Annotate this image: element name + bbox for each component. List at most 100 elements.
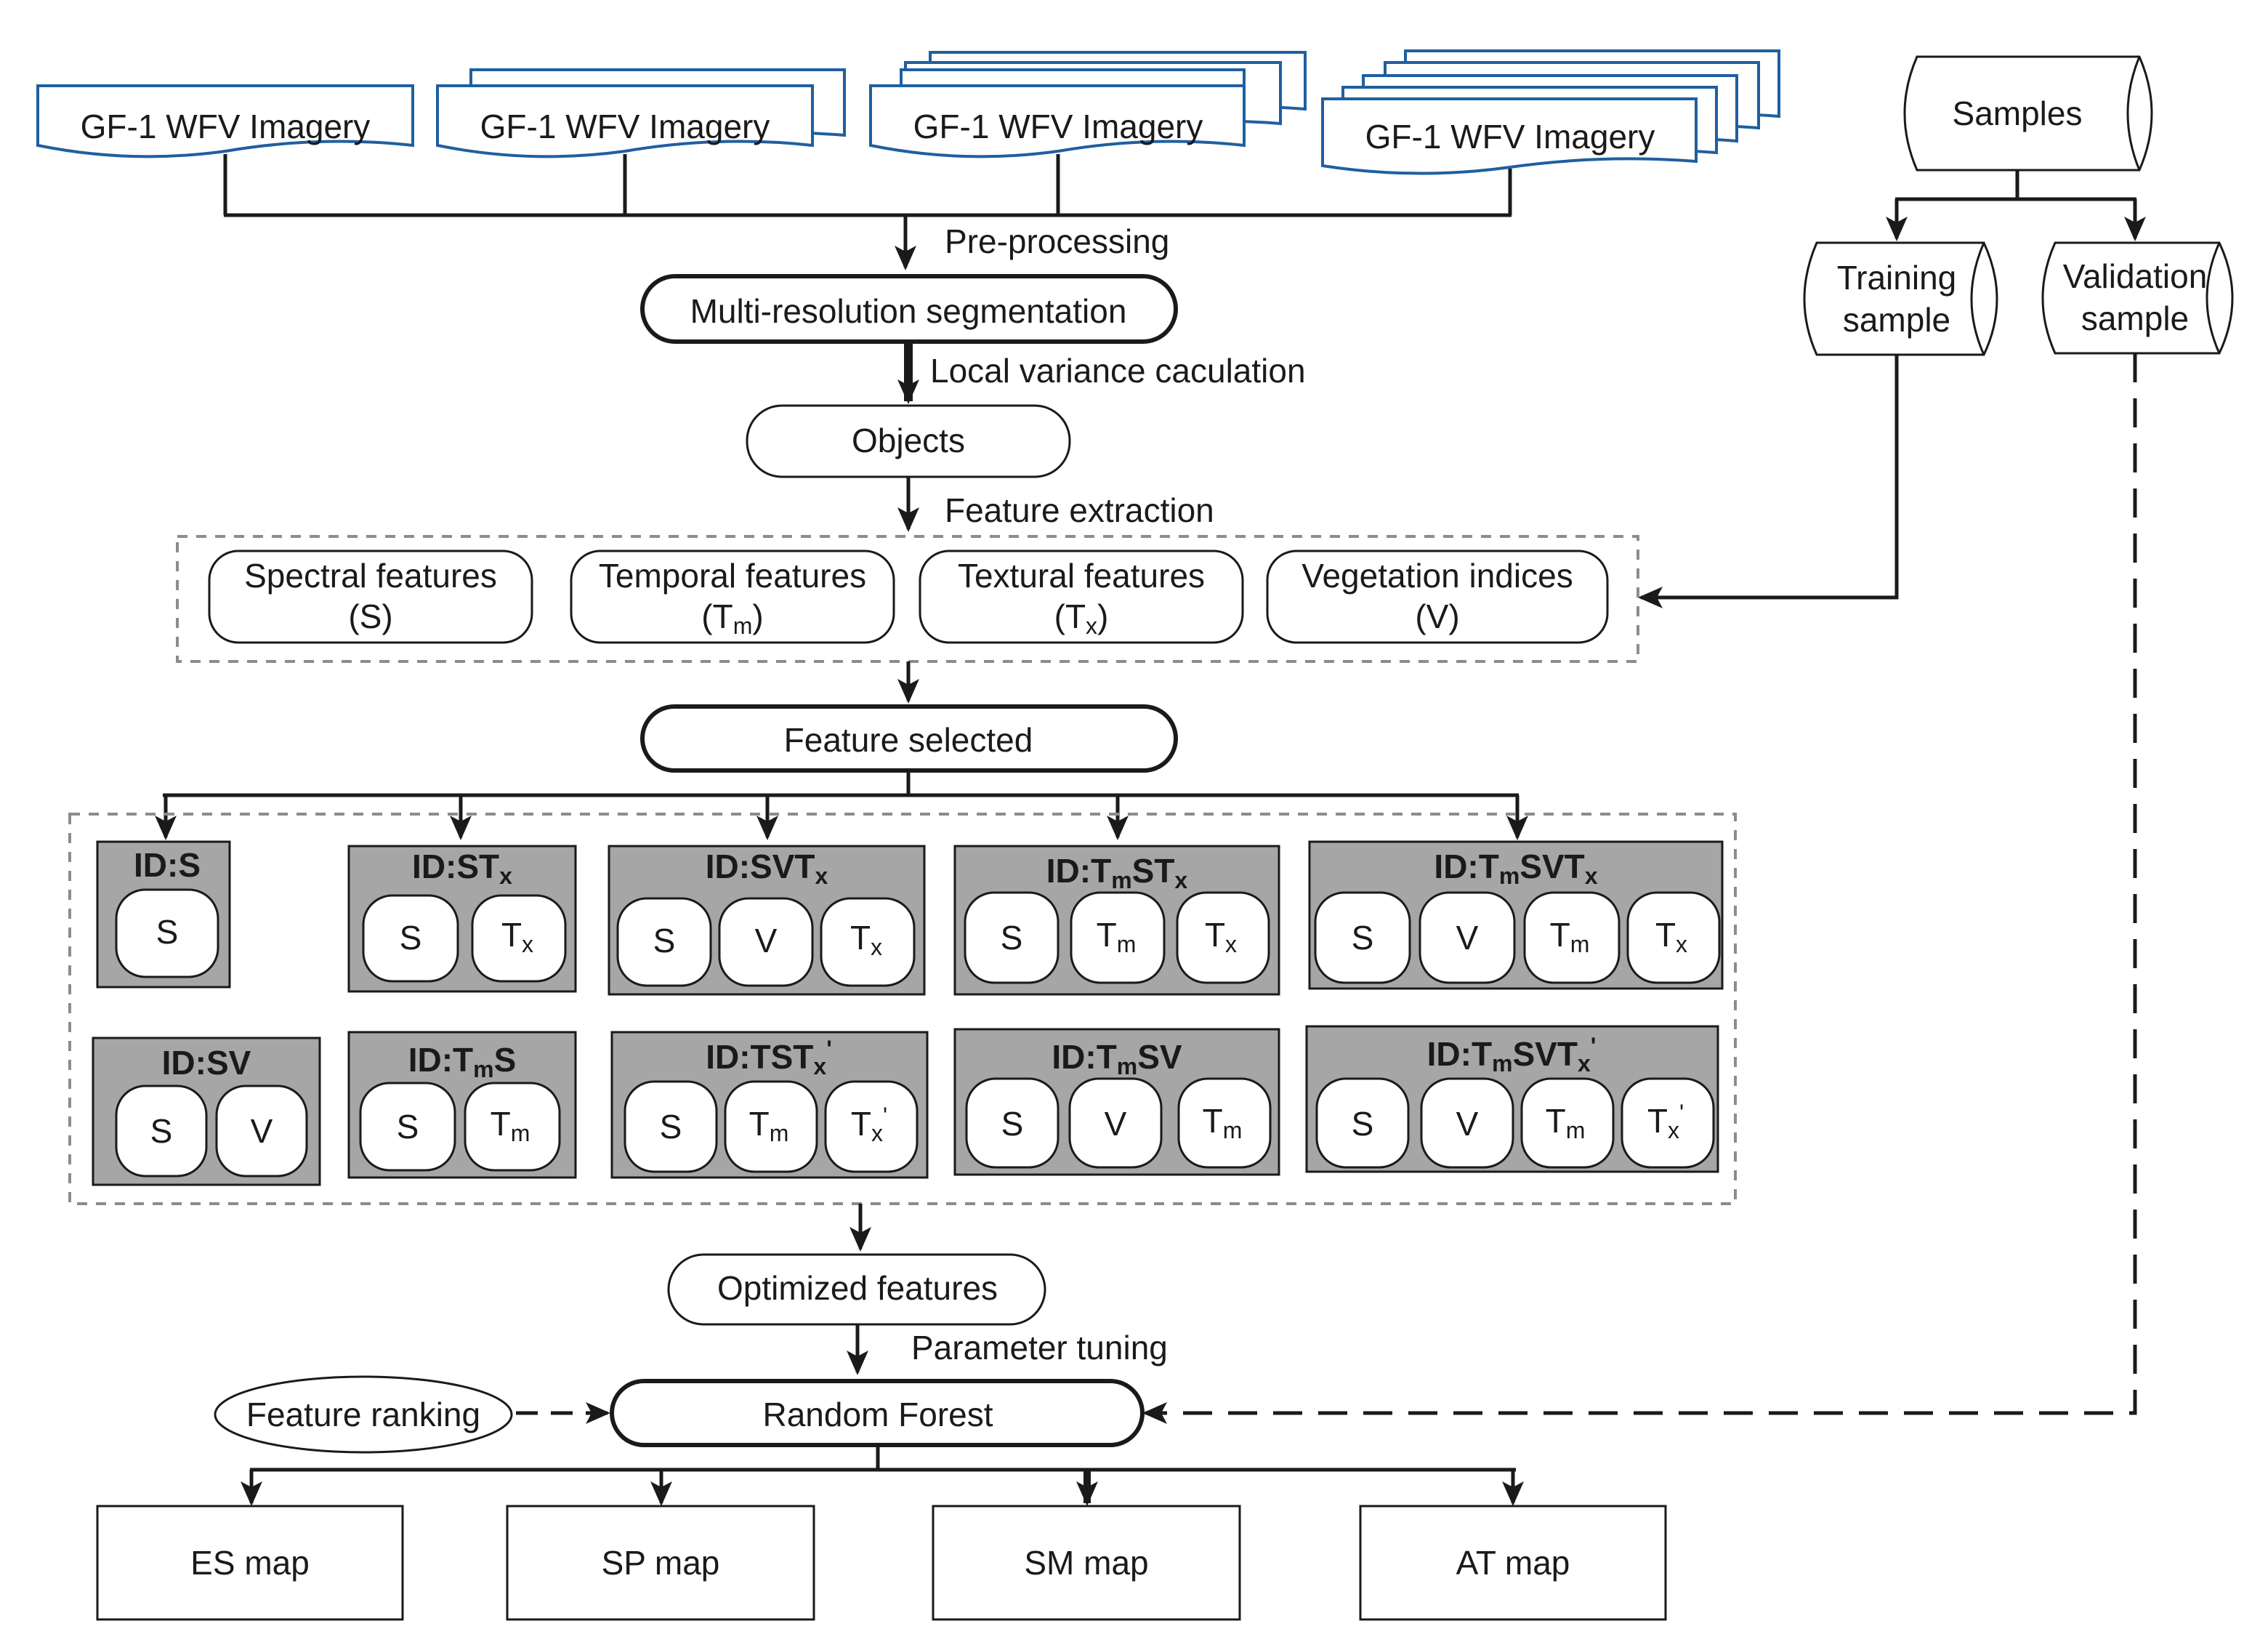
output-label: AT map xyxy=(1456,1544,1570,1582)
chip-label: S xyxy=(1352,919,1374,957)
validation-sample-line2: sample xyxy=(2081,299,2189,337)
code-suffix: ) xyxy=(752,597,763,635)
feature-ranking-label: Feature ranking xyxy=(246,1396,480,1433)
imagery-doc-3: GF-1 WFV Imagery xyxy=(869,51,1307,158)
imagery-label: GF-1 WFV Imagery xyxy=(913,108,1203,145)
chip-label: S xyxy=(1352,1105,1374,1143)
group-id-s: ID:S S xyxy=(96,840,231,989)
output-label: SP map xyxy=(602,1544,720,1582)
feature-chip xyxy=(1070,891,1166,984)
feature-chip xyxy=(464,1082,561,1172)
segmentation-label: Multi-resolution segmentation xyxy=(690,292,1127,330)
validation-sample-line1: Validation xyxy=(2063,257,2208,295)
feature-chip xyxy=(718,897,814,987)
output-sp-map xyxy=(506,1505,815,1621)
vegetation-indices-title: Vegetation indices xyxy=(1302,557,1573,595)
feature-chip xyxy=(1177,1077,1272,1169)
chip-label: S xyxy=(150,1112,173,1150)
vegetation-indices-code: (V) xyxy=(1415,597,1459,635)
imagery-doc-4: GF-1 WFV Imagery xyxy=(1321,49,1780,175)
feature-chip xyxy=(820,897,916,987)
feature-ranking-ellipse xyxy=(214,1375,513,1454)
textural-features-title: Textural features xyxy=(958,557,1205,595)
group-id-label: ID:SV xyxy=(162,1044,251,1082)
chip-label: S xyxy=(1001,919,1023,957)
optimized-features-label: Optimized features xyxy=(717,1269,998,1307)
training-sample-cylinder: Training sample xyxy=(1803,241,1998,356)
chip-label: Tm xyxy=(1203,1102,1243,1143)
random-forest-label: Random Forest xyxy=(762,1396,993,1433)
feature-chip xyxy=(1314,891,1411,984)
imagery-doc-1: GF-1 WFV Imagery xyxy=(36,84,414,158)
temporal-features-code: (Tm) xyxy=(701,597,763,639)
feature-chip xyxy=(964,891,1060,984)
textural-features-box: Textural features (Tx) xyxy=(919,550,1244,644)
imagery-label: GF-1 WFV Imagery xyxy=(81,108,371,145)
feature-chip xyxy=(1315,1077,1410,1169)
feature-chip xyxy=(362,894,459,983)
feature-selected-label: Feature selected xyxy=(784,721,1033,759)
validation-sample-cylinder: Validation sample xyxy=(2041,241,2234,355)
feature-chip xyxy=(115,888,219,978)
feature-chip xyxy=(616,897,712,987)
imagery-label: GF-1 WFV Imagery xyxy=(480,108,770,145)
feature-chip xyxy=(115,1084,208,1178)
feature-groups-container xyxy=(68,813,1737,1205)
feature-extraction-group xyxy=(176,535,1639,663)
feature-chip xyxy=(1523,891,1621,984)
code-prefix: (T xyxy=(1054,597,1086,635)
group-id-tmsvtx: ID:TmSVTx S V Tm Tx xyxy=(1308,840,1724,990)
group-id-tmsv: ID:TmSV S V Tm xyxy=(953,1028,1280,1176)
group-id-label: ID:SVTx xyxy=(706,848,828,889)
local-variance-label: Local variance caculation xyxy=(930,352,1306,390)
feature-chip xyxy=(1520,1077,1615,1169)
spectral-features-title: Spectral features xyxy=(244,557,497,595)
training-sample-line2: sample xyxy=(1843,301,1950,339)
parameter-tuning-label: Parameter tuning xyxy=(911,1329,1168,1367)
chip-label: V xyxy=(251,1112,273,1150)
feature-chip xyxy=(1176,891,1270,984)
chip-label: S xyxy=(156,913,179,951)
feature-chip xyxy=(724,1080,818,1173)
feature-chip xyxy=(1418,891,1516,984)
samples-label: Samples xyxy=(1953,94,2083,132)
spectral-features-code: (S) xyxy=(348,597,392,635)
feature-chip xyxy=(359,1082,456,1172)
group-id-stx: ID:STx S Tx xyxy=(347,845,577,993)
chip-label: V xyxy=(1456,919,1479,957)
group-id-label: ID:TmSV xyxy=(1052,1038,1182,1079)
feature-chip xyxy=(1420,1077,1514,1169)
feature-chip xyxy=(215,1084,308,1178)
code-subscript: m xyxy=(733,613,753,639)
chip-label: Tx xyxy=(850,919,882,960)
output-label: ES map xyxy=(190,1544,310,1582)
feature-chip xyxy=(471,894,567,983)
group-id-label: ID:STx xyxy=(412,848,512,889)
training-arrow xyxy=(1638,355,1899,608)
code-prefix: (T xyxy=(701,597,733,635)
chip-label: V xyxy=(1105,1105,1127,1143)
output-es-map xyxy=(96,1505,404,1621)
output-sm-map xyxy=(932,1505,1241,1621)
training-sample-line1: Training xyxy=(1837,259,1956,297)
chip-label: S xyxy=(653,922,676,959)
chip-label: Tm xyxy=(1097,916,1137,957)
output-branch xyxy=(241,1445,1524,1506)
chip-label: V xyxy=(1456,1105,1479,1143)
feature-chip xyxy=(1068,1077,1163,1169)
group-id-tmsvtx-prime: ID:TmSVTx' S V Tm Tx' xyxy=(1305,1025,1719,1173)
group-id-tms: ID:TmS S Tm xyxy=(347,1031,577,1179)
group-id-sv: ID:SV S V xyxy=(92,1037,321,1186)
vegetation-indices-box: Vegetation indices (V) xyxy=(1266,550,1609,644)
imagery-doc-2: GF-1 WFV Imagery xyxy=(436,68,846,158)
samples-cylinder: Samples xyxy=(1903,55,2153,172)
spectral-features-box: Spectral features (S) xyxy=(208,550,533,644)
code-subscript: x xyxy=(1086,613,1097,639)
group-id-svtx: ID:SVTx S V Tx xyxy=(608,845,926,996)
feature-chip xyxy=(1626,891,1721,984)
imagery-connector xyxy=(223,154,1512,270)
feature-extraction-label: Feature extraction xyxy=(945,491,1214,529)
chip-label: Tm xyxy=(1550,916,1590,957)
chip-label: S xyxy=(397,1108,419,1146)
